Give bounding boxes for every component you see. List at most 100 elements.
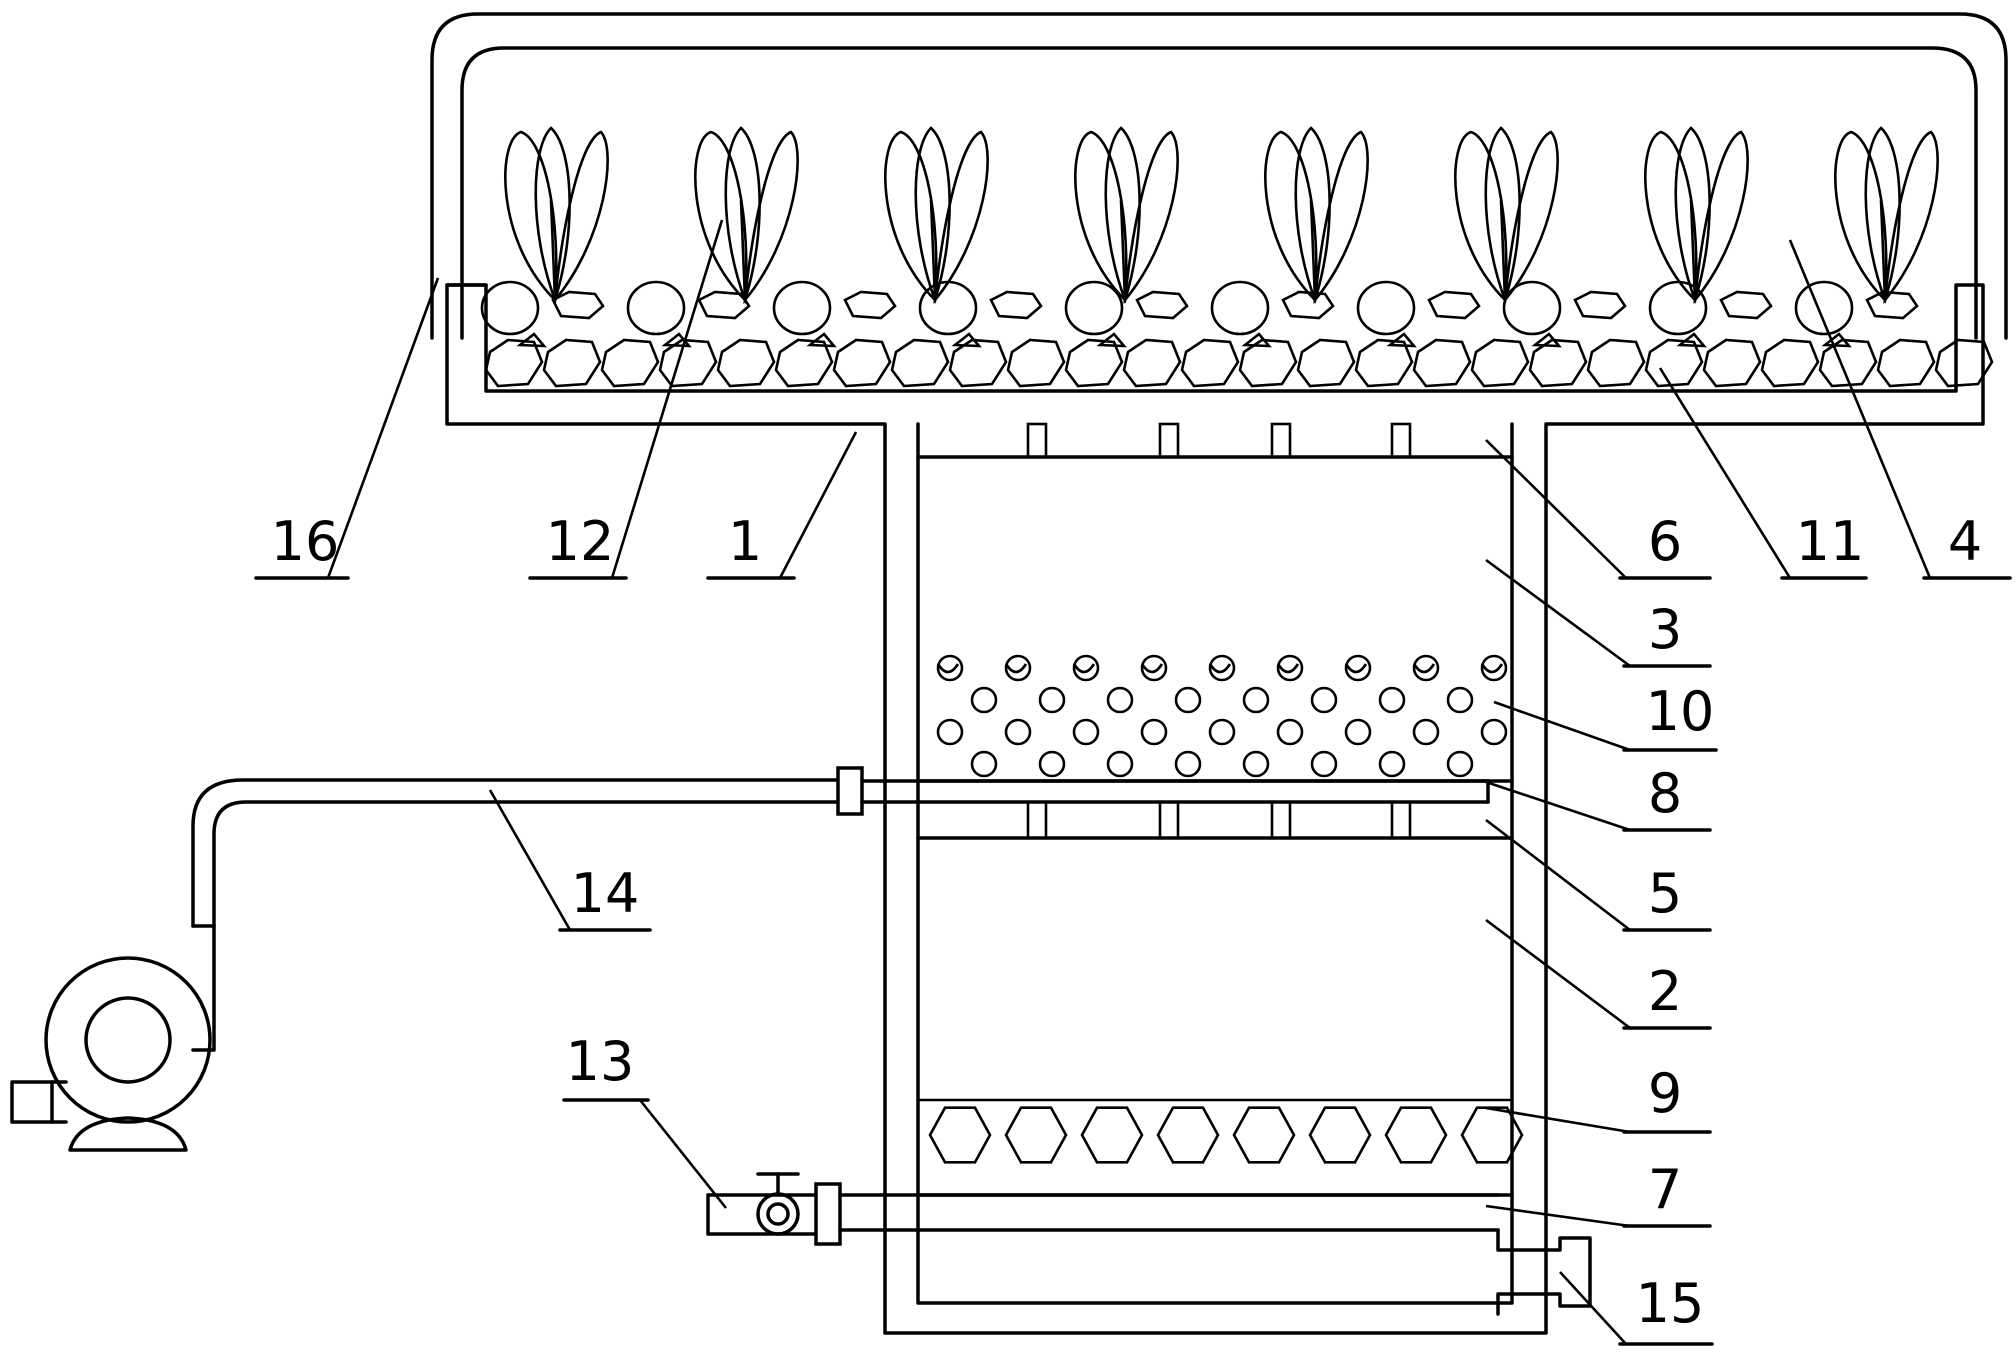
return-fitting (1496, 1228, 1592, 1316)
filter-ball-top (1344, 663, 1368, 674)
gravel-stone (774, 338, 834, 388)
label-6: 6 (1648, 510, 1682, 573)
filter-ball (1480, 718, 1508, 746)
gravel-stone (1865, 290, 1919, 320)
label-16: 16 (271, 510, 340, 573)
gravel-chip (1241, 332, 1272, 348)
gravel-stone (1934, 338, 1994, 388)
filter-ball-top (1412, 663, 1436, 674)
filter-ball (1038, 750, 1066, 778)
gravel-stone (948, 338, 1008, 388)
gravel-stone (1296, 338, 1356, 388)
filter-ball-top (1140, 663, 1164, 674)
plant-leaf (1074, 130, 1128, 303)
gravel-stone (600, 338, 660, 388)
plate-support (1158, 422, 1180, 459)
filter-ball (1174, 686, 1202, 714)
filter-ball (1208, 718, 1236, 746)
filter-ball (1140, 718, 1168, 746)
leader-8 (1485, 780, 1712, 832)
leader-pointer (488, 789, 572, 931)
gravel-stone (1064, 280, 1124, 336)
plant-stem (929, 199, 937, 301)
leader-15 (1559, 1271, 1714, 1346)
plant-stem (549, 199, 557, 301)
plant-leaf (1454, 130, 1508, 303)
gravel-stone (843, 290, 897, 320)
gravel-stone (1064, 338, 1124, 388)
label-1: 1 (728, 510, 762, 573)
honeycomb-cell (1080, 1106, 1144, 1164)
gravel-chip (516, 332, 547, 348)
leader-2 (1485, 918, 1712, 1030)
filter-ball (1446, 686, 1474, 714)
gravel-chip (1676, 332, 1707, 348)
label-12: 12 (546, 510, 615, 573)
label-11: 11 (1796, 510, 1865, 573)
gravel-stone (1238, 338, 1298, 388)
leader-pointer (1559, 1271, 1627, 1345)
filter-ball (1378, 750, 1406, 778)
label-8: 8 (1648, 762, 1682, 825)
filter-ball (970, 750, 998, 778)
gravel-stone (1818, 338, 1878, 388)
plate-support (1270, 800, 1292, 840)
plant-stem (1499, 199, 1507, 301)
label-9: 9 (1648, 1062, 1682, 1125)
plant-leaf (1123, 130, 1179, 305)
leader-pointer (1485, 558, 1631, 668)
filter-ball (1446, 750, 1474, 778)
filter-ball (936, 654, 964, 682)
honeycomb-cell (1232, 1106, 1296, 1164)
leader-13 (562, 1098, 728, 1209)
filter-ball (1004, 654, 1032, 682)
honeycomb-cell (1384, 1106, 1448, 1164)
gravel-stone (1427, 290, 1481, 320)
leader-7 (1485, 1204, 1712, 1228)
leader-pointer (1485, 780, 1631, 832)
filter-ball (1038, 686, 1066, 714)
filter-ball (1004, 718, 1032, 746)
leader-pointer (778, 431, 858, 579)
leader-pointer (1485, 1106, 1631, 1134)
perforated-plate-6 (916, 422, 1514, 459)
gravel-stone (480, 280, 540, 336)
gravel-stone (484, 338, 544, 388)
leader-3 (1485, 558, 1712, 668)
plant-leaf (1104, 126, 1141, 305)
honeycomb-cell (1156, 1106, 1220, 1164)
filter-ball (936, 718, 964, 746)
filter-ball (1276, 654, 1304, 682)
leader-11 (1658, 367, 1868, 580)
leader-9 (1485, 1106, 1712, 1134)
blower-icon (10, 924, 216, 1152)
gravel-stone (1876, 338, 1936, 388)
gravel-stone (1470, 338, 1530, 388)
gravel-stone (1356, 280, 1416, 336)
plant-stem (1119, 199, 1127, 301)
gravel-chip (1386, 332, 1417, 348)
plant-leaf (1834, 130, 1888, 303)
plant-stem (1309, 199, 1317, 301)
filter-ball (1242, 686, 1270, 714)
plant-leaf (933, 130, 989, 305)
plant-leaf (914, 126, 951, 305)
label-10: 10 (1646, 680, 1715, 743)
plant-leaf (743, 130, 799, 305)
filter-ball (1072, 654, 1100, 682)
filter-ball (1208, 654, 1236, 682)
plant-leaf (1864, 126, 1901, 305)
leader-12 (528, 219, 724, 580)
gravel-chip (951, 332, 982, 348)
plant-icon (884, 126, 989, 305)
outlet-pipe (706, 1182, 1500, 1246)
filter-ball (1072, 718, 1100, 746)
gravel-stone (1644, 338, 1704, 388)
gravel-stone (1760, 338, 1820, 388)
honeycomb-cell (1004, 1106, 1068, 1164)
filter-ball (1344, 654, 1372, 682)
filter-ball-top (936, 663, 960, 674)
gravel-stone (1573, 290, 1627, 320)
